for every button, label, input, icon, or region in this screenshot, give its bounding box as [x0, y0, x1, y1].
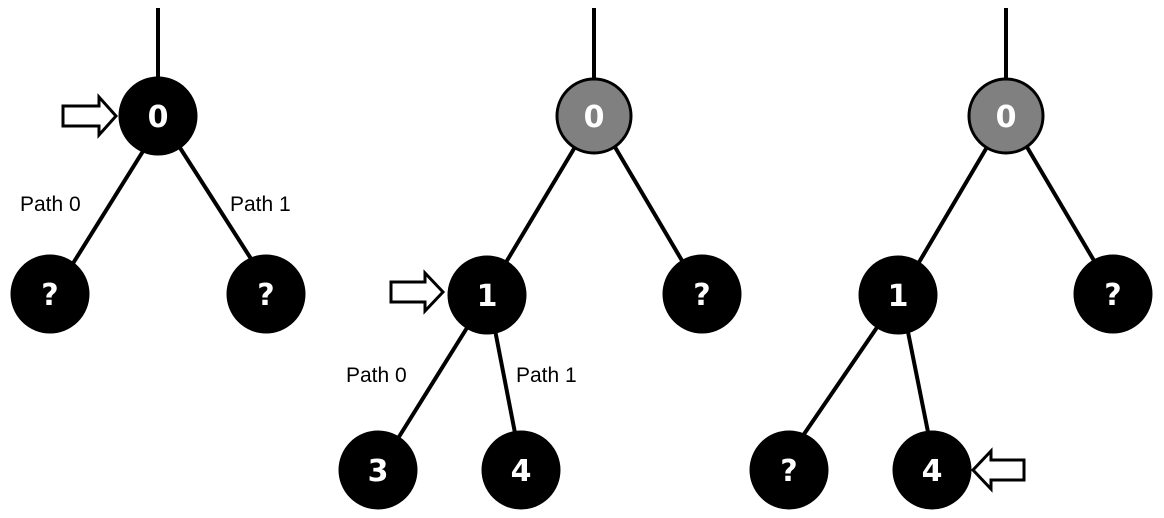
node-label: ? [780, 454, 797, 489]
pointer-arrow-icon [61, 93, 119, 139]
pointer-arrow-icon [970, 447, 1026, 493]
node-label: 1 [888, 279, 909, 314]
tree-node: 0 [967, 77, 1045, 155]
panel-1: 0 ? ? Path 0 Path 1 [10, 8, 306, 334]
tree-node: 4 [892, 430, 972, 510]
tree-node: 0 [555, 77, 633, 155]
edge-0-left [916, 140, 992, 266]
edge-1-left [395, 321, 472, 442]
node-label: 0 [996, 100, 1017, 135]
tree-node: 3 [338, 430, 418, 510]
node-label: 4 [922, 454, 943, 489]
path-label: Path 0 [346, 364, 407, 387]
tree-node: 0 [118, 76, 198, 156]
tree-node: ? [662, 254, 742, 334]
path-label: Path 1 [516, 364, 577, 387]
tree-node: ? [1073, 254, 1153, 334]
edge-1-right [906, 331, 930, 433]
edge-0-right [1022, 140, 1098, 266]
pointer-arrow-icon [389, 269, 446, 315]
tree-node: ? [226, 254, 306, 334]
node-label: 0 [148, 100, 169, 135]
panel-2: 0 1 ? 3 4 Path 0 Path 1 [338, 8, 742, 510]
node-label: ? [1104, 278, 1121, 313]
tree-node: ? [749, 430, 829, 510]
path-label: Path 0 [20, 193, 81, 216]
edge-1-right [493, 329, 517, 434]
tree-node: ? [10, 254, 90, 334]
tree-node: 4 [481, 430, 561, 510]
edge-0-left [503, 140, 580, 266]
panel-3: 0 1 ? ? 4 [749, 8, 1153, 510]
node-label: 4 [511, 454, 532, 489]
node-label: 1 [477, 279, 498, 314]
edge-0-left [70, 138, 152, 267]
node-label: ? [693, 278, 710, 313]
path-label: Path 1 [230, 193, 291, 216]
edge-1-left [798, 321, 882, 442]
edge-0-right [610, 140, 686, 266]
tree-node: 1 [858, 255, 938, 335]
tree-node: 1 [447, 255, 527, 335]
node-label: 0 [584, 100, 605, 135]
node-label: ? [41, 278, 58, 313]
node-label: 3 [368, 454, 389, 489]
edge-0-right [173, 138, 257, 267]
node-label: ? [257, 278, 274, 313]
